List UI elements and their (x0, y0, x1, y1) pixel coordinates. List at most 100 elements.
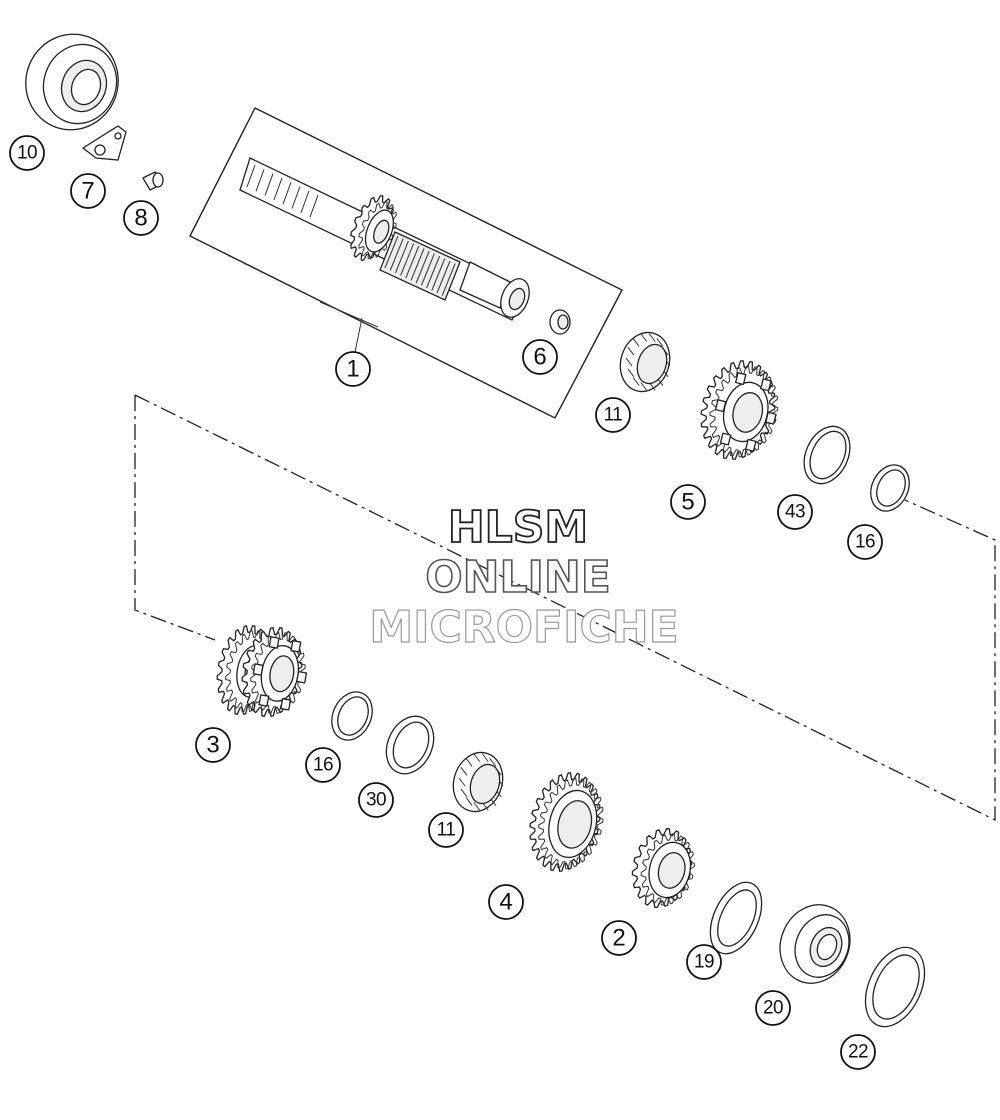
needle-roller-line (458, 777, 466, 787)
callout-19[interactable]: 19 (686, 944, 722, 980)
gear-dog (765, 411, 777, 425)
shaft-needle-line (441, 263, 456, 296)
watermark-line-2: ONLINE (425, 552, 611, 603)
gear-part-5[interactable] (691, 353, 788, 468)
gear-bore (732, 392, 764, 433)
gear-bore (373, 219, 390, 244)
gear-part-2[interactable] (624, 822, 702, 914)
shaft-needle-line (410, 248, 425, 281)
needle-roller-line (460, 766, 468, 776)
needle-bearing-part-11-upper[interactable] (613, 326, 677, 398)
shaft-spline-line (282, 182, 292, 205)
shaft-spline-line (273, 177, 283, 201)
callout-5[interactable]: 5 (670, 484, 706, 520)
svg-text:11: 11 (437, 820, 456, 841)
shaft-needle-line (415, 250, 430, 284)
callouts: 10 7 8 1 6 11 5 43 16 3 16 30 11 4 2 19 … (9, 135, 883, 1070)
callout-7[interactable]: 7 (70, 173, 106, 209)
callout-20[interactable]: 20 (755, 990, 791, 1026)
needle-roller-line (632, 338, 640, 347)
svg-text:2: 2 (612, 925, 625, 952)
circlip-part-16-upper[interactable] (864, 459, 917, 518)
svg-text:4: 4 (499, 889, 512, 916)
callout-11-lower[interactable]: 11 (428, 812, 464, 848)
washer-part-19[interactable] (700, 874, 772, 961)
bearing-part-10[interactable] (12, 21, 131, 143)
svg-text:3: 3 (206, 732, 219, 759)
shaft-needle-line (405, 245, 420, 279)
shim-part-22[interactable] (854, 938, 937, 1036)
gear-bore (269, 655, 295, 693)
svg-text:8: 8 (134, 205, 147, 232)
callout-11-upper[interactable]: 11 (595, 397, 631, 433)
svg-text:7: 7 (81, 178, 94, 205)
callout-10[interactable]: 10 (9, 135, 45, 171)
callout-3[interactable]: 3 (195, 727, 231, 763)
callout-22[interactable]: 22 (840, 1034, 876, 1070)
svg-text:10: 10 (17, 143, 37, 164)
svg-text:16: 16 (855, 532, 875, 553)
shaft-spline-line (255, 169, 265, 192)
needle-roller-line (627, 346, 635, 356)
shaft-spline-line (264, 173, 274, 196)
needle-roller-line (465, 797, 473, 806)
needle-roller-line (473, 753, 481, 762)
svg-text:20: 20 (763, 998, 783, 1019)
svg-text:1: 1 (346, 356, 359, 383)
shaft-assembly-box (189, 107, 623, 419)
svg-text:22: 22 (848, 1042, 868, 1063)
main-shaft-part-1[interactable] (239, 157, 535, 321)
needle-roller-line (460, 788, 468, 798)
svg-text:19: 19 (694, 952, 714, 973)
needle-roller-line (640, 382, 648, 391)
svg-text:11: 11 (604, 405, 623, 426)
callout-43[interactable]: 43 (777, 494, 813, 530)
gear-dog (290, 639, 302, 653)
needle-bearing-part-11-lower[interactable] (446, 746, 510, 818)
screw-part-8[interactable] (142, 171, 164, 191)
gear-part-4[interactable] (520, 765, 613, 879)
callout-16-upper[interactable]: 16 (847, 524, 883, 560)
gear-dog (258, 694, 270, 707)
callout-4[interactable]: 4 (488, 884, 524, 920)
double-gear-part-3[interactable] (211, 621, 314, 722)
needle-roller-line (656, 338, 664, 347)
circlip-part-16-lower[interactable] (324, 685, 380, 746)
needle-roller-line (465, 758, 473, 767)
callout-1-bracket (319, 301, 379, 328)
callout-8[interactable]: 8 (123, 200, 159, 236)
gear-dog (296, 670, 308, 684)
callout-6[interactable]: 6 (522, 339, 558, 375)
gear-bore (557, 800, 593, 849)
callout-1-leader (354, 317, 363, 353)
gear-tooth-edge (640, 833, 695, 906)
gear-dog (760, 378, 772, 392)
needle-roller-line (640, 333, 648, 342)
callout-1[interactable]: 1 (335, 351, 371, 387)
shaft-needle-line (436, 260, 451, 294)
lock-plate-part-7[interactable] (81, 125, 127, 161)
callout-16-lower[interactable]: 16 (305, 747, 341, 783)
gear-dog (719, 432, 732, 446)
gear-dog (280, 697, 292, 711)
bearing-part-20[interactable] (768, 894, 861, 994)
shaft-spline-line (300, 190, 310, 213)
svg-text:16: 16 (313, 755, 333, 776)
washer-part-30[interactable] (377, 709, 442, 782)
shaft-spline-line (246, 164, 256, 188)
gear-dog (714, 399, 727, 413)
gear-dog (744, 438, 757, 452)
shaft-needle-line (384, 235, 399, 269)
shaft-needle-line (431, 258, 446, 291)
assembly-path-dashed (134, 394, 996, 822)
ring-part-43[interactable] (795, 419, 858, 491)
callout-2[interactable]: 2 (601, 920, 637, 956)
svg-text:5: 5 (681, 489, 694, 516)
callout-30[interactable]: 30 (358, 782, 394, 818)
shaft-needle-line (420, 253, 435, 286)
nut-part-6[interactable] (549, 309, 571, 335)
gear-bore (657, 852, 686, 889)
needle-roller-line (648, 333, 656, 342)
needle-roller-line (625, 357, 633, 367)
